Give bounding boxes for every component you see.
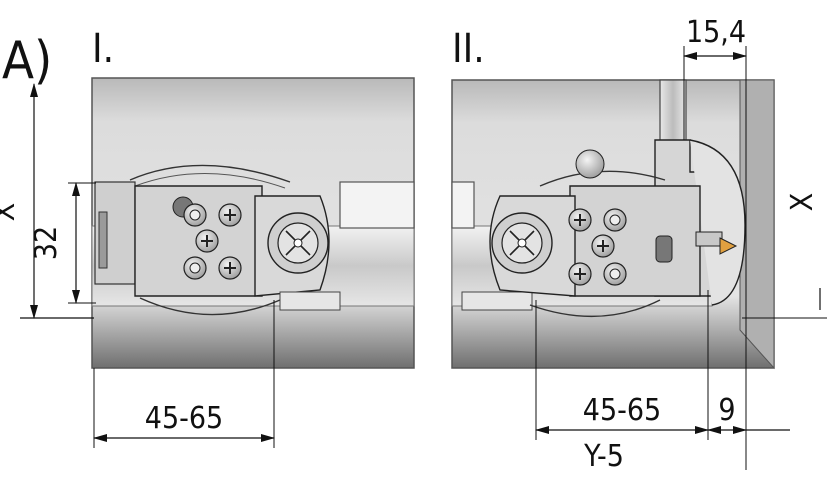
view-1-bottom-arc (139, 297, 281, 316)
view-2-screw-group (568, 208, 627, 286)
view-2-numeral: II. (452, 26, 485, 72)
dim-view-1-width: 45-65 (145, 401, 223, 436)
view-2 (451, 79, 775, 370)
dim-view-2-gap: 9 (718, 393, 735, 428)
figure-label: A) (2, 31, 52, 91)
view-1-screw-group (172, 196, 242, 280)
dim-view-2-top: 15,4 (686, 15, 746, 50)
dim-view-2-total: Y-5 (583, 439, 624, 474)
view-1-dimensions (20, 83, 275, 448)
view-2-bolt (655, 231, 738, 263)
view-2-dimensions (535, 46, 827, 470)
view-1-clamp-slot (98, 211, 108, 269)
view-1-numeral: I. (92, 26, 114, 72)
view-1-side-block (339, 181, 415, 229)
dim-view-1-height: X (0, 203, 22, 222)
view-2-half-round (689, 139, 746, 306)
dim-view-2-width: 45-65 (583, 393, 661, 428)
dim-view-1-offset: 32 (29, 226, 64, 260)
view-1-top-arc (129, 164, 291, 183)
view-1 (91, 77, 415, 369)
dim-view-2-height: X (785, 193, 820, 212)
view-1-right-block (279, 291, 341, 311)
